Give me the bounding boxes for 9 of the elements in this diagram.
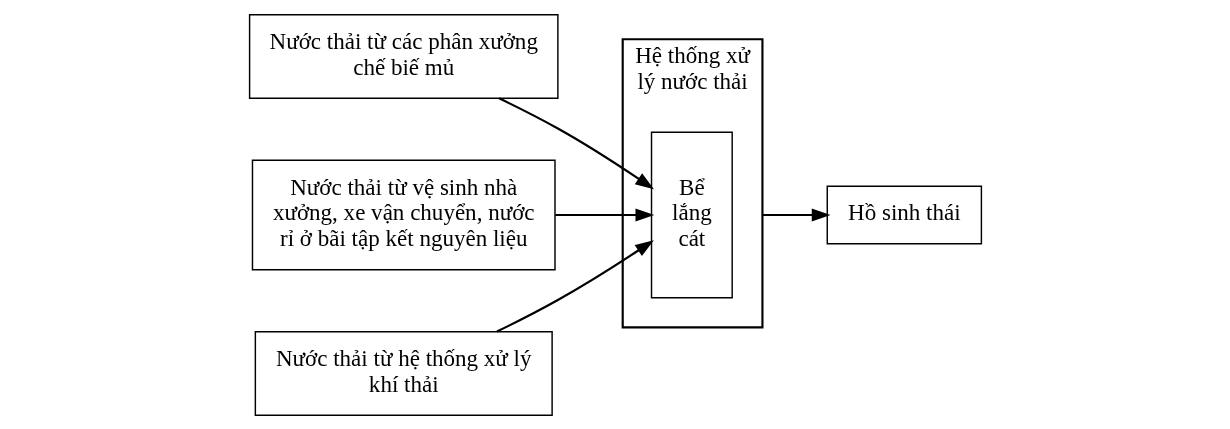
arrow <box>498 96 654 189</box>
arrow <box>761 207 831 222</box>
node-box: Hồ sinh thái <box>826 184 982 245</box>
node-box: Nước thải từ vệ sinh nhà xưởng, xe vận chuyển, nước rỉ ở bãi tập kết nguyên liệu <box>251 159 556 270</box>
node-box: Nước thải từ các phân xưởng chế biế mủ <box>248 13 559 99</box>
node-box: Bể lắng cát <box>650 130 733 299</box>
node-box: Nước thải từ hệ thống xử lý khí thải <box>254 330 553 416</box>
arrow <box>495 239 654 332</box>
arrow <box>554 207 654 222</box>
